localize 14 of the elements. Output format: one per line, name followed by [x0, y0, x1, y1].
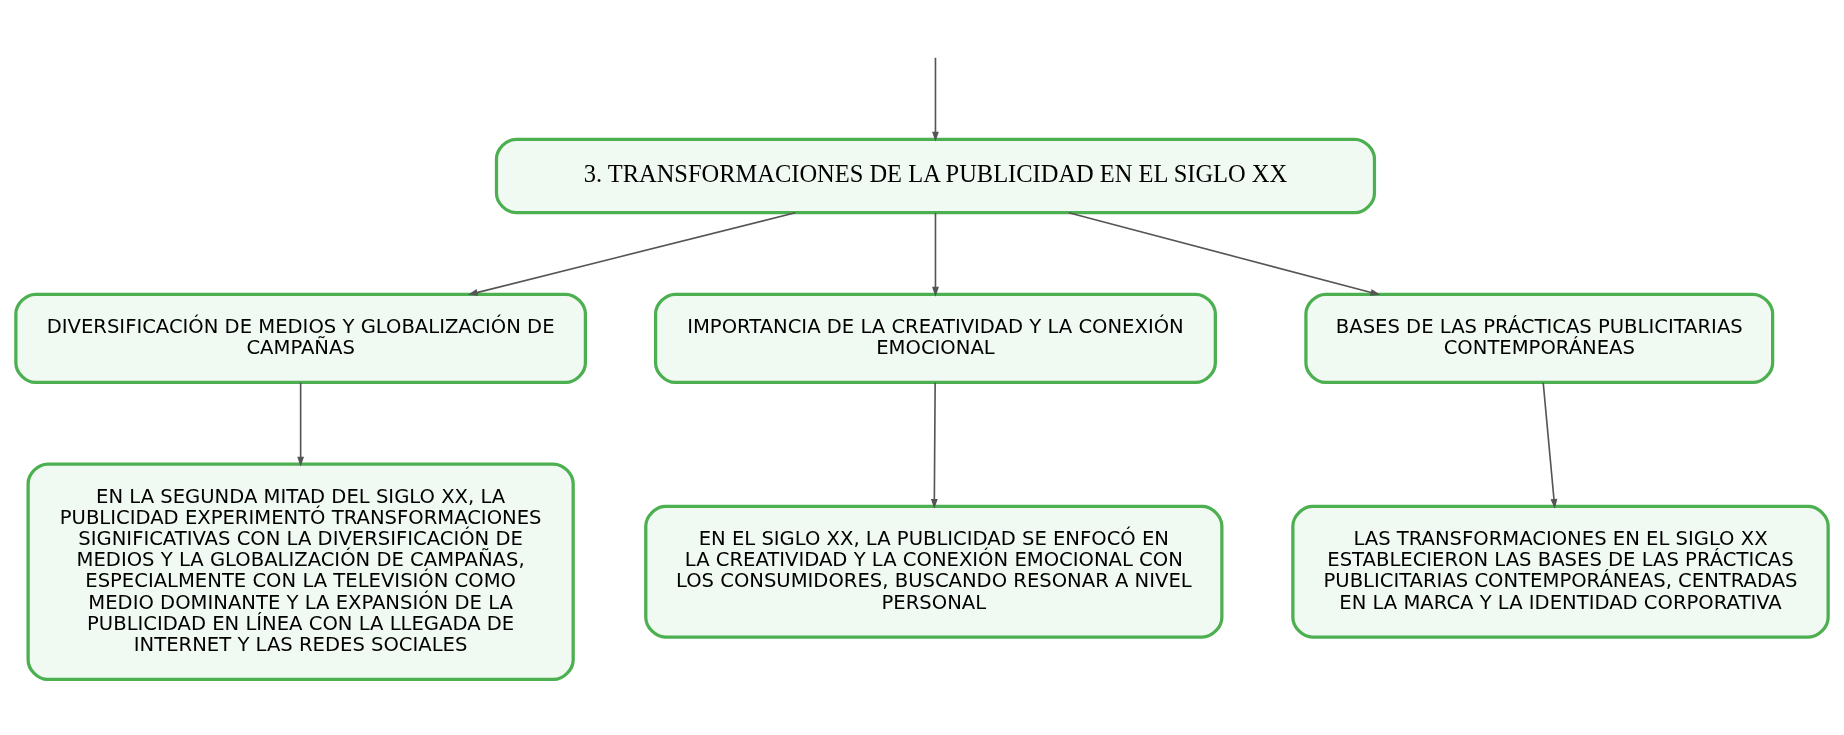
node-box: BASES DE LAS PRÁCTICAS PUBLICITARIAS CONTEMPORÁNEAS [1304, 292, 1775, 384]
arrow [297, 381, 305, 466]
node-box: LAS TRANSFORMACIONES EN EL SIGLO XX ESTABLECIERON LAS BASES DE LAS PRÁCTICAS PUBLICITARIAS CONTEMPORÁNEAS, CENTRADAS EN LA MARCA Y LA IDENTIDAD CORPORATIVA [1291, 504, 1830, 639]
node-box: 3. TRANSFORMACIONES DE LA PUBLICIDAD EN EL SIGLO XX [494, 137, 1377, 214]
arrow [1067, 211, 1381, 296]
arrow [932, 211, 939, 297]
arrow [467, 211, 797, 296]
arrow [930, 381, 938, 509]
node-box: EN LA SEGUNDA MITAD DEL SIGLO XX, LA PUBLICIDAD EXPERIMENTÓ TRANSFORMACIONES SIGNIFICATIVAS CON LA DIVERSIFICACIÓN DE MEDIOS Y LA GLOBALIZACIÓN DE CAMPAÑAS, ESPECIALMENTE CON LA TELEVISIÓN COMO MEDIO DOMINANTE Y LA EXPANSIÓN DE LA PUBLICIDAD EN LÍNEA CON LA LLEGADA DE INTERNET Y LAS REDES SOCIALES [26, 461, 575, 681]
node-box: DIVERSIFICACIÓN DE MEDIOS Y GLOBALIZACIÓN DE CAMPAÑAS [14, 292, 588, 384]
arrow [932, 56, 939, 142]
node-box: EN EL SIGLO XX, LA PUBLICIDAD SE ENFOCÓ EN LA CREATIVIDAD Y LA CONEXIÓN EMOCIONAL CON LOS CONSUMIDORES, BUSCANDO RESONAR A NIVEL PERSONAL [644, 504, 1224, 639]
node-box: IMPORTANCIA DE LA CREATIVIDAD Y LA CONEXIÓN EMOCIONAL [653, 292, 1217, 384]
arrow [1542, 381, 1558, 509]
